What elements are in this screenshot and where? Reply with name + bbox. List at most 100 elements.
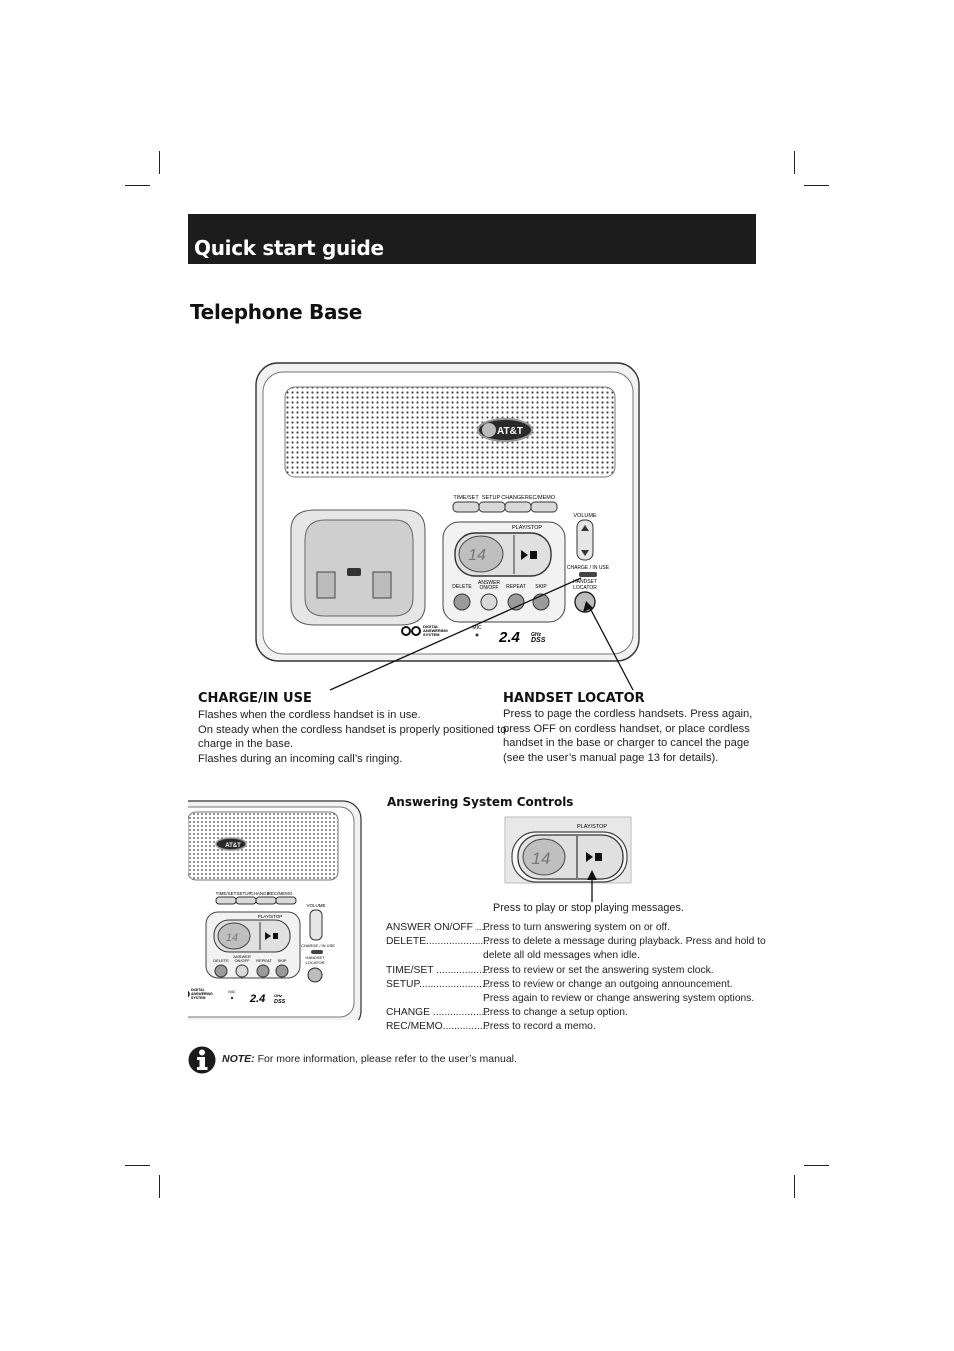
answering-system-title: Answering System Controls [387,795,574,809]
svg-text:14: 14 [226,932,238,944]
crop-mark [794,151,795,174]
svg-text:SKIP: SKIP [277,958,286,963]
locator-line: (see the user’s manual page 13 for detai… [503,751,719,764]
handset-label: HANDSET [573,579,597,585]
dss-label: DSS [531,637,546,644]
change-label: CHANGE [501,495,525,501]
delete-button[interactable] [453,593,471,611]
ghz-label: GHz [531,632,542,638]
svg-text:MIC: MIC [228,989,235,994]
repeat-button[interactable] [507,593,525,611]
charge-in-use-description: Flashes when the cordless handset is in … [198,708,506,766]
locator-label: LOCATOR [573,585,597,591]
small-speaker-grille [188,811,339,881]
message-counter-display [458,535,504,573]
note-text: For more information, please refer to th… [254,1053,517,1065]
svg-text:SYSTEM: SYSTEM [423,632,440,637]
crop-mark [804,185,829,186]
repeat-label: REPEAT [506,584,526,590]
detail-counter-value: 14 [532,849,551,868]
control-description: Press to review or set the answering sys… [483,964,714,976]
charge-in-use-title: CHARGE/IN USE [198,691,312,706]
svg-text:LOCATOR: LOCATOR [306,960,325,965]
crop-mark [159,151,160,174]
charge-callout-line [329,577,582,691]
crop-mark [125,1165,150,1166]
answer-label: ANSWER [478,580,500,586]
locator-arrow-head [583,601,593,612]
brand-label: AT&T [497,426,523,437]
section-title: Telephone Base [190,300,363,324]
note-label: NOTE: [222,1053,255,1065]
control-description: Press to turn answering system on or off… [483,922,670,933]
locator-callout-line [589,607,634,691]
handset-locator-title: HANDSET LOCATOR [503,691,645,706]
svg-text:DSS: DSS [274,999,286,1005]
svg-text:2.4: 2.4 [249,993,265,1005]
play-stop-arrow [587,870,597,902]
handset-cradle [290,509,426,626]
control-name: SETUP......................... [386,978,491,990]
svg-text:DIGITAL: DIGITAL [191,988,206,992]
svg-text:ANSWERING: ANSWERING [423,628,448,633]
svg-text:HANDSET: HANDSET [305,955,325,960]
svg-text:ANSWER: ANSWER [233,954,251,959]
on-off-label: ON/OFF [480,585,499,591]
time-set-label: TIME/SET [453,495,479,501]
control-name: REC/MEMO................ [386,1021,489,1033]
detail-play-stop-label: PLAY/STOP [577,824,607,830]
detail-play-stop-button[interactable] [586,852,602,862]
control-description: Press to change a setup option. [483,1007,628,1019]
rec-memo-label: REC/MEMO [525,495,556,501]
mic-label: MIC [472,625,482,631]
svg-text:TIME/SET: TIME/SET [216,891,237,896]
control-name: CHANGE .................... [386,1007,491,1019]
charge-line: Flashes during an incoming call’s ringin… [198,752,403,765]
speaker-grille [284,386,616,478]
svg-text:ANSWERING: ANSWERING [191,992,213,996]
counter-value: 14 [468,547,486,564]
svg-text:CHANGE: CHANGE [250,891,269,896]
rec-memo-button[interactable] [530,501,558,513]
delete-label: DELETE [452,584,472,590]
small-att-logo [215,837,247,851]
play-stop-button[interactable] [521,550,537,560]
crop-mark [125,185,150,186]
small-brand-label: AT&T [225,843,241,849]
skip-label: SKIP [535,584,547,590]
play-stop-label: PLAY/STOP [512,525,542,531]
svg-text:VOLUME: VOLUME [306,903,325,908]
frequency-label: 2.4 [498,629,521,646]
header-bar: Quick start guide [188,214,756,264]
play-stop-detail-illustration: PLAY/STOP 14 [504,816,632,884]
volume-control[interactable]: VOLUME [573,513,597,561]
svg-text:GHz: GHz [274,993,282,998]
svg-text:ON/OFF: ON/OFF [234,958,250,963]
function-buttons: TIME/SET SETUP CHANGE REC/MEMO [452,495,558,513]
control-description: delete all old messages when idle. [483,950,640,962]
charge-line: charge in the base. [198,738,294,750]
svg-text:REC/MEMO: REC/MEMO [268,891,293,896]
answer-on-off-button[interactable] [480,593,498,611]
locator-line: Press to page the cordless handsets. Pre… [503,708,753,720]
volume-label: VOLUME [573,513,597,519]
svg-text:REPEAT: REPEAT [256,958,272,963]
charge-line: Flashes when the cordless handset is in … [198,709,421,721]
digital-answering-logo: DIGITAL ANSWERING SYSTEM [401,624,448,637]
setup-label: SETUP [482,495,501,501]
control-description: Press to delete a message during playbac… [483,936,766,948]
att-logo: AT&T [477,418,533,442]
control-description: Press to record a memo. [483,1021,596,1033]
handset-locator-description: Press to page the cordless handsets. Pre… [503,707,752,765]
control-name: ANSWER ON/OFF ..... [386,922,491,933]
charge-in-use-label: CHARGE / IN USE [567,565,610,571]
crop-mark [159,1175,160,1198]
svg-text:DELETE: DELETE [213,958,229,963]
svg-text:DIGITAL: DIGITAL [423,624,439,629]
page-title: Quick start guide [194,236,384,260]
svg-text:SYSTEM: SYSTEM [191,996,205,1000]
info-icon [188,1046,216,1074]
mic-hole [475,633,479,637]
locator-line: handset in the base or charger to cancel… [503,737,750,749]
